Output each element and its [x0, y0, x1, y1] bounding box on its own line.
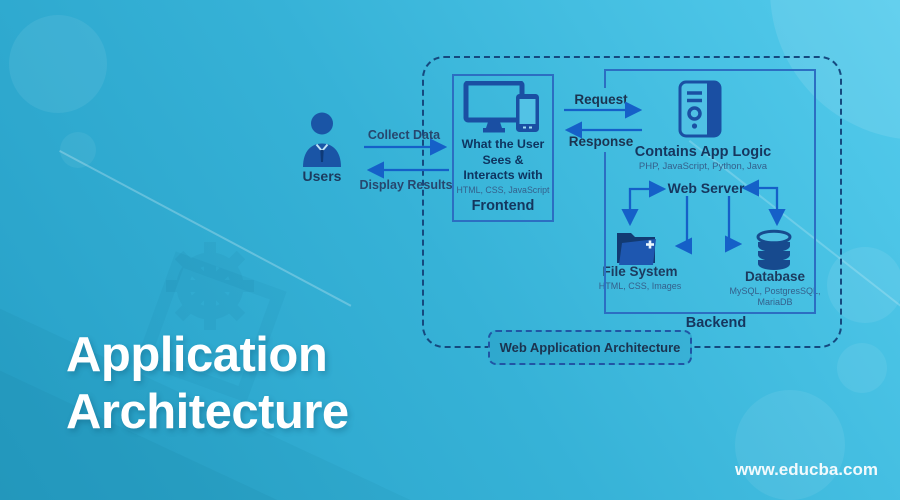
frontend-heading: What the User Sees & Interacts with [461, 137, 545, 182]
monitor-phone-icon [463, 81, 539, 133]
database-tech-line-1: MySQL, PostgresSQL, [729, 286, 821, 296]
app-logic-label: Contains App Logic [634, 144, 772, 160]
display-results-label: Display Results [359, 178, 453, 192]
user-icon [300, 110, 344, 173]
response-label: Response [568, 134, 634, 149]
gear-watermark-icon [152, 228, 268, 349]
decor-circle-right-low [837, 343, 887, 393]
frontend-tech-list: HTML, CSS, JavaScript [456, 184, 550, 195]
backend-label: Backend [685, 315, 747, 331]
diagram-caption: Web Application Architecture [488, 330, 692, 365]
frontend-box: What the User Sees & Interacts with HTML… [452, 74, 554, 222]
frontend-label: Frontend [471, 197, 535, 214]
app-logic-tech-list: PHP, JavaScript, Python, Java [638, 161, 768, 172]
decor-circle-left-large [9, 15, 107, 113]
page-title-line-1: Application [66, 328, 328, 382]
site-watermark: www.educba.com [735, 460, 878, 479]
file-system-label: File System [602, 264, 678, 279]
page-title-line-2: Architecture [66, 385, 349, 439]
decor-circle-right-mid [827, 247, 900, 323]
file-system-tech-list: HTML, CSS, Images [598, 281, 682, 291]
decor-circle-bottom-right [735, 390, 845, 500]
users-label: Users [302, 168, 342, 184]
request-label: Request [574, 92, 628, 107]
web-server-label: Web Server [667, 180, 745, 196]
collect-data-label: Collect Data [367, 128, 441, 142]
server-icon [677, 80, 723, 143]
database-label: Database [744, 269, 806, 284]
database-tech-line-2: MariaDB [757, 297, 793, 307]
decor-circle-left-small [60, 132, 96, 168]
